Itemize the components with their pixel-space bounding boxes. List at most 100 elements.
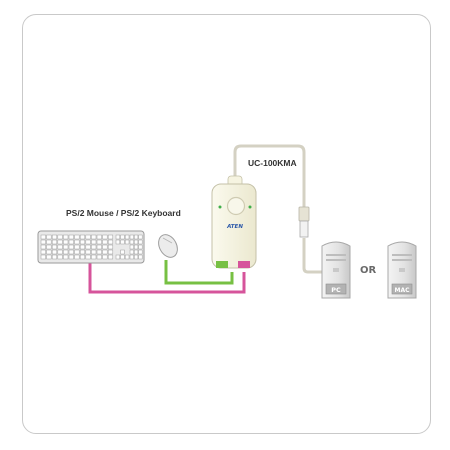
keyboard-key [79, 234, 86, 240]
keyboard-key [51, 254, 58, 260]
keyboard-key [91, 234, 97, 240]
keyboard-key [107, 244, 114, 250]
keyboard-key [63, 239, 69, 245]
keyboard-key [96, 249, 102, 255]
keyboard-key [46, 249, 52, 255]
keyboard-key [107, 254, 114, 260]
mouse [158, 234, 178, 258]
keyboard-key [134, 244, 139, 250]
keyboard-key [134, 249, 139, 255]
usb-connector [299, 220, 309, 238]
keyboard-key [51, 244, 58, 250]
keyboard-key [79, 254, 86, 260]
keyboard-key [91, 239, 97, 245]
usb-plug [298, 206, 310, 222]
keyboard-key [96, 239, 102, 245]
keyboard-key [68, 254, 74, 260]
keyboard-key [46, 239, 52, 245]
keyboard-key [102, 244, 108, 250]
keyboard-key [40, 249, 46, 255]
keyboard-key [129, 244, 134, 250]
mouse-cable [164, 260, 234, 285]
keyboard-key [138, 244, 143, 250]
mac-tower [387, 241, 417, 299]
pc-tower [321, 241, 351, 299]
keyboard-key [102, 234, 108, 240]
keyboard-key [107, 239, 114, 245]
keyboard-key [74, 239, 80, 245]
keyboard-key [85, 254, 91, 260]
keyboard-key [124, 254, 130, 260]
keyboard-key [57, 244, 63, 250]
keyboard-key [96, 244, 102, 250]
keyboard-key [129, 249, 134, 255]
keyboard-key [134, 254, 139, 260]
keyboard-key [115, 239, 121, 245]
keyboard-key [102, 249, 108, 255]
usb-cable [233, 144, 306, 208]
keyboard-key [120, 254, 125, 260]
keyboard-key [107, 249, 114, 255]
keyboard-key [40, 254, 46, 260]
keyboard-key [107, 234, 114, 240]
mac-tag: MAC [394, 287, 410, 294]
keyboard-key [79, 244, 86, 250]
keyboard-key [79, 239, 86, 245]
keyboard-key [138, 254, 143, 260]
keyboard-key [74, 249, 80, 255]
keyboard-key [63, 249, 69, 255]
keyboard-key [46, 244, 52, 250]
keyboard-key [46, 234, 52, 240]
keyboard-key [129, 234, 134, 240]
adapter-device [211, 175, 257, 269]
keyboard-key [115, 254, 121, 260]
keyboard-key [85, 239, 91, 245]
keyboard-key [129, 239, 134, 245]
keyboard-key [129, 254, 134, 260]
keyboard-key [40, 239, 46, 245]
keyboard-key [96, 234, 102, 240]
keyboard-key [120, 234, 125, 240]
keyboard-key [68, 239, 74, 245]
keyboard-key [46, 254, 52, 260]
keyboard-key [102, 239, 108, 245]
keyboard-key [120, 249, 125, 255]
keyboard-key [63, 234, 69, 240]
keyboard-key [51, 234, 58, 240]
keyboard-key [85, 234, 91, 240]
model-label: UC-100KMA [248, 158, 297, 168]
aten-logo: ATEN [226, 224, 243, 230]
keyboard-key [85, 244, 91, 250]
keyboard-key [68, 244, 74, 250]
keyboard-key [134, 234, 139, 240]
keyboard-key [124, 234, 130, 240]
keyboard-key [96, 254, 102, 260]
keyboard-key [91, 254, 97, 260]
keyboard-key [102, 254, 108, 260]
keyboard-key [138, 249, 143, 255]
keyboard-key [57, 254, 63, 260]
keyboard-key [63, 254, 69, 260]
keyboard-key [51, 249, 58, 255]
usb-cable-to-pc [302, 238, 322, 274]
keyboard-key [57, 234, 63, 240]
keyboard-key [91, 249, 97, 255]
or-label: OR [360, 265, 377, 276]
keyboard-key [79, 249, 86, 255]
keyboard-key [74, 234, 80, 240]
keyboard-key [57, 249, 63, 255]
keyboard-key [68, 234, 74, 240]
keyboard-key [134, 239, 139, 245]
keyboard-key [91, 244, 97, 250]
keyboard-key [138, 234, 143, 240]
keyboard-cable [88, 262, 246, 294]
keyboard-key [40, 244, 46, 250]
keyboard-key [57, 239, 63, 245]
keyboard-key [120, 239, 125, 245]
keyboard-key [40, 234, 46, 240]
pc-tag: PC [331, 286, 341, 294]
keyboard [37, 230, 145, 264]
keyboard-key [51, 239, 58, 245]
keyboard-key [85, 249, 91, 255]
keyboard-key [124, 239, 130, 245]
